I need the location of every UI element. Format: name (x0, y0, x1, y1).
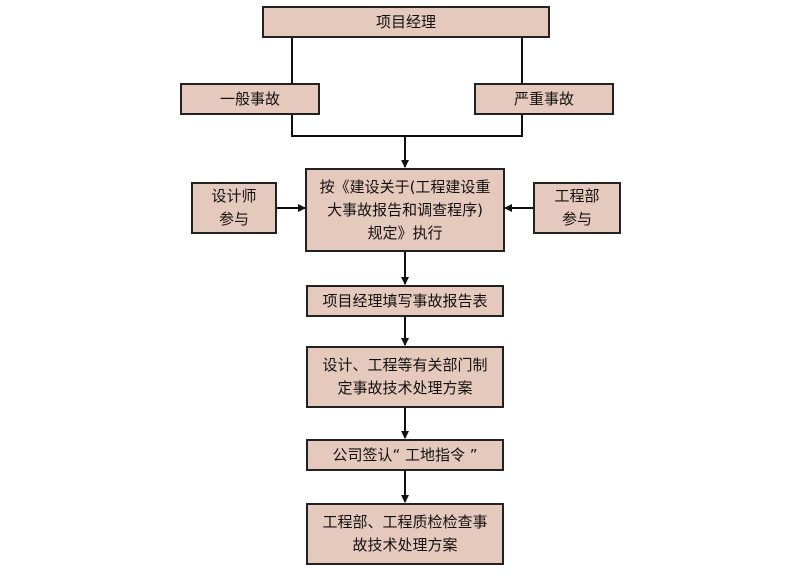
node-project-manager: 项目经理 (262, 6, 550, 38)
node-general-accident: 一般事故 (180, 83, 320, 115)
node-engineering-dept-participates: 工程部 参与 (533, 182, 621, 234)
node-regulation: 按《建设关于(工程建设重 大事故报告和调查程序) 规定》执行 (305, 168, 505, 252)
node-fill-report: 项目经理填写事故报告表 (306, 285, 504, 317)
connector-merge (291, 114, 523, 137)
node-quality-inspection: 工程部、工程质检检查事 故技术处理方案 (306, 503, 504, 565)
node-formulate-plan: 设计、工程等有关部门制 定事故技术处理方案 (306, 346, 504, 408)
node-company-sign: 公司签认“ 工地指令 ” (306, 439, 504, 471)
node-serious-accident: 严重事故 (474, 83, 614, 115)
node-designer-participates: 设计师 参与 (191, 182, 277, 234)
